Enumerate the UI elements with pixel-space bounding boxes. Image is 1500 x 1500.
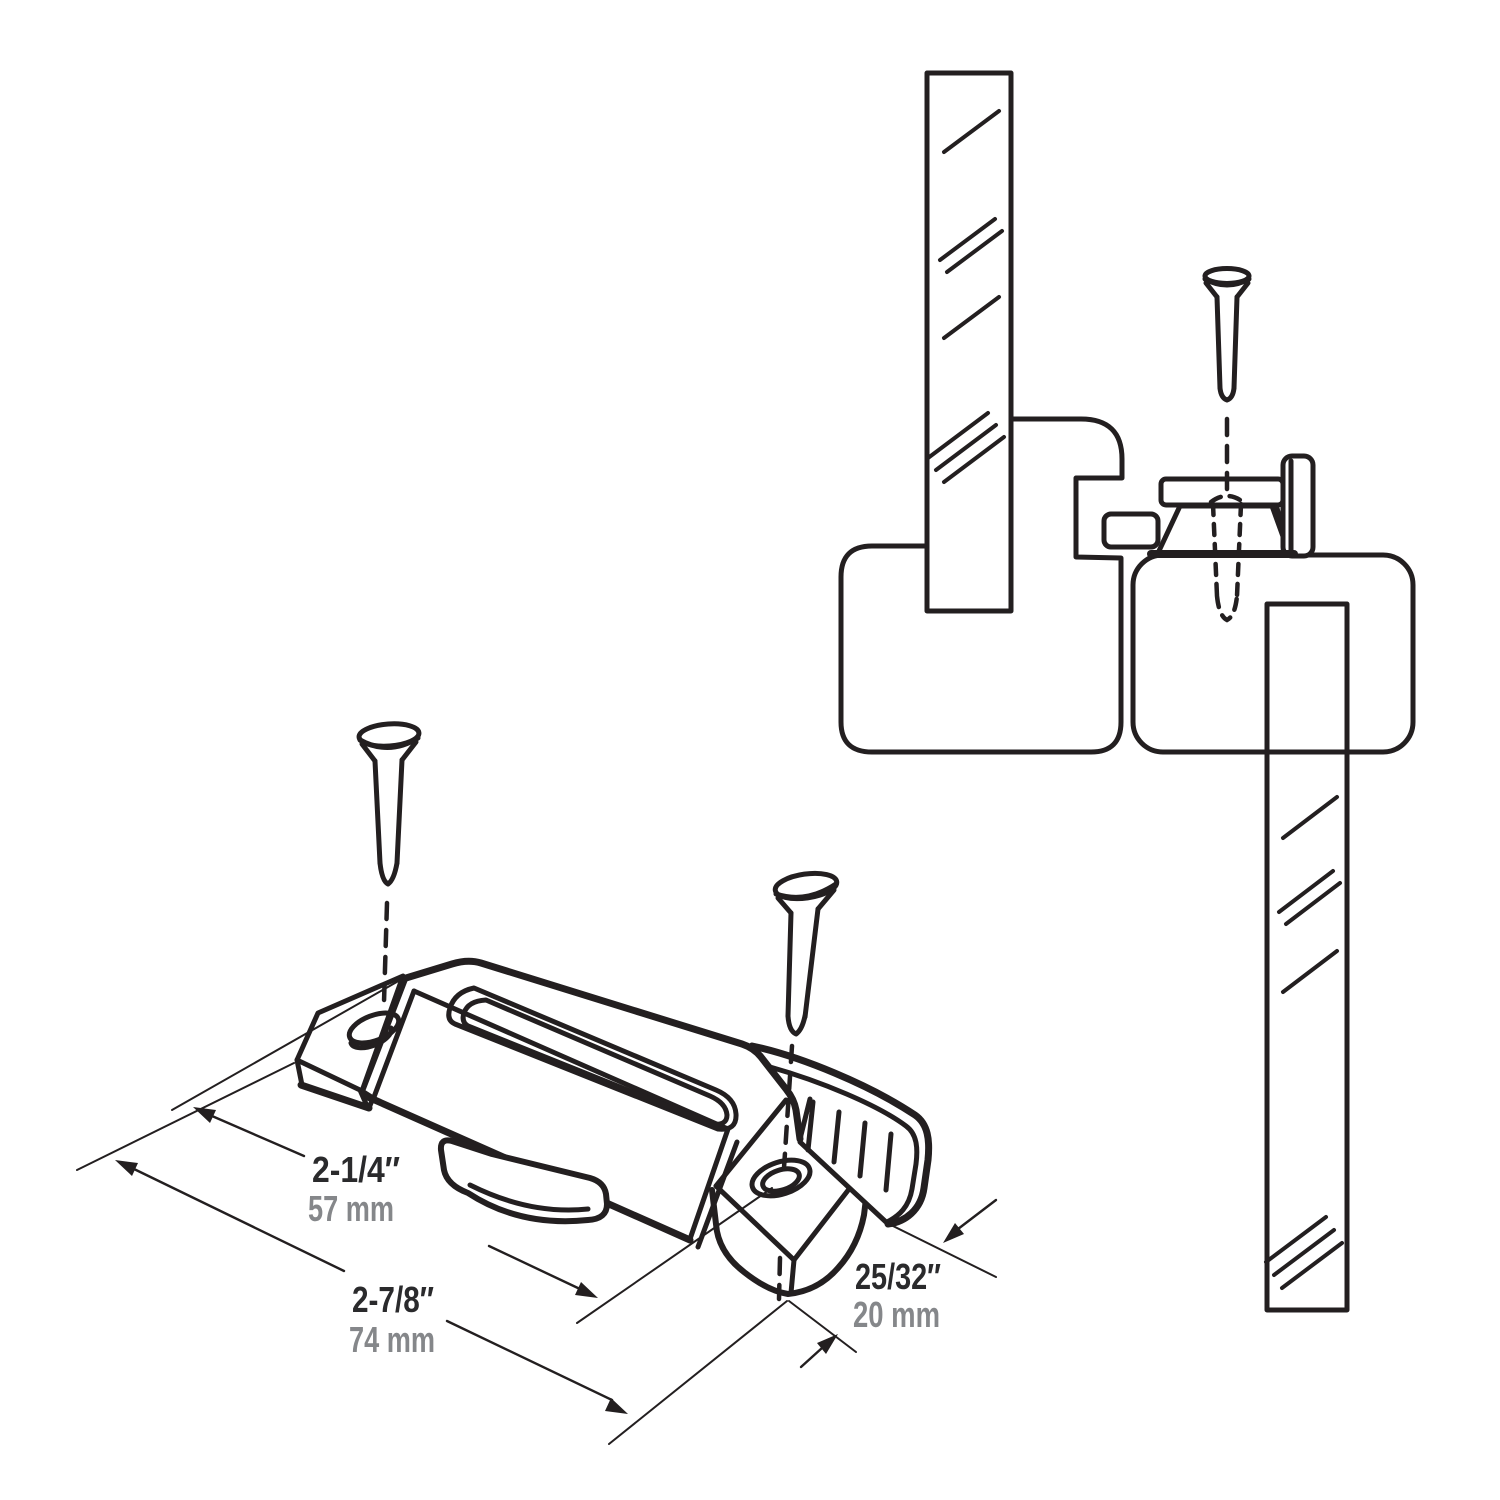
- mounting-screw-icon: [772, 870, 840, 1302]
- mounting-screw-icon: [356, 721, 422, 1005]
- extension-line: [608, 1300, 788, 1445]
- left-mounting-ear: [294, 973, 406, 1112]
- dimension-2-1-4: 2-1/4″ 57 mm: [171, 978, 773, 1324]
- dimension-label-mm: 20 mm: [853, 1294, 940, 1335]
- arrowhead: [605, 1398, 628, 1414]
- latch-cam-tab: [1280, 453, 1316, 559]
- dimension-25-32: 25/32″ 20 mm: [788, 1198, 998, 1369]
- screw-hole: [346, 1010, 402, 1046]
- dimension-label-mm: 74 mm: [349, 1319, 435, 1360]
- extension-line: [576, 1187, 773, 1324]
- keeper-tab: [1101, 511, 1161, 550]
- extension-line: [171, 978, 403, 1111]
- lower-sash-rail: [1130, 552, 1416, 755]
- latch-lever: [437, 1137, 610, 1225]
- screw-path-centerline: [781, 1043, 795, 1171]
- cam-hook: [748, 1042, 933, 1228]
- arrowhead: [943, 1223, 964, 1243]
- upper-sash-rail-keeper: [838, 416, 1161, 755]
- latch-base-trapezoid: [1155, 503, 1292, 556]
- dimension-label-inches: 25/32″: [855, 1256, 941, 1297]
- screw-path-centerline: [381, 900, 390, 1005]
- latch-frame-body: [360, 957, 813, 1250]
- cam-ribs: [805, 1099, 894, 1193]
- latch-product-drawing: 2-1/4″ 57 mm 2-7/8″ 74 mm 25/32″ 20 mm: [76, 721, 998, 1445]
- glass-hatch-marks: [1281, 795, 1339, 840]
- latch-side-view: [1147, 453, 1316, 559]
- dimension-label-mm: 57 mm: [308, 1188, 394, 1229]
- screw-inserted-ghost: [1208, 493, 1246, 623]
- lower-glass-pane: [1264, 601, 1350, 1313]
- recessed-panel-outer: [446, 985, 739, 1132]
- mounting-screw-icon: [1202, 266, 1252, 403]
- recessed-panel-inner: [460, 997, 730, 1127]
- extension-line: [888, 1223, 997, 1278]
- dimension-2-7-8: 2-7/8″ 74 mm: [76, 1062, 788, 1445]
- extension-line: [788, 1300, 857, 1353]
- arrowhead: [575, 1282, 598, 1298]
- installation-cross-section: [838, 70, 1416, 1313]
- arrowhead: [817, 1334, 838, 1354]
- upper-glass-pane: [924, 70, 1014, 614]
- dimension-label-inches: 2-1/4″: [312, 1149, 400, 1190]
- dimension-label-inches: 2-7/8″: [352, 1279, 434, 1320]
- arrowhead: [115, 1160, 138, 1176]
- latch-top-bar: [1158, 476, 1286, 508]
- arrowhead: [193, 1107, 216, 1123]
- extension-line: [76, 1062, 295, 1171]
- glass-hatch-marks: [942, 109, 1001, 154]
